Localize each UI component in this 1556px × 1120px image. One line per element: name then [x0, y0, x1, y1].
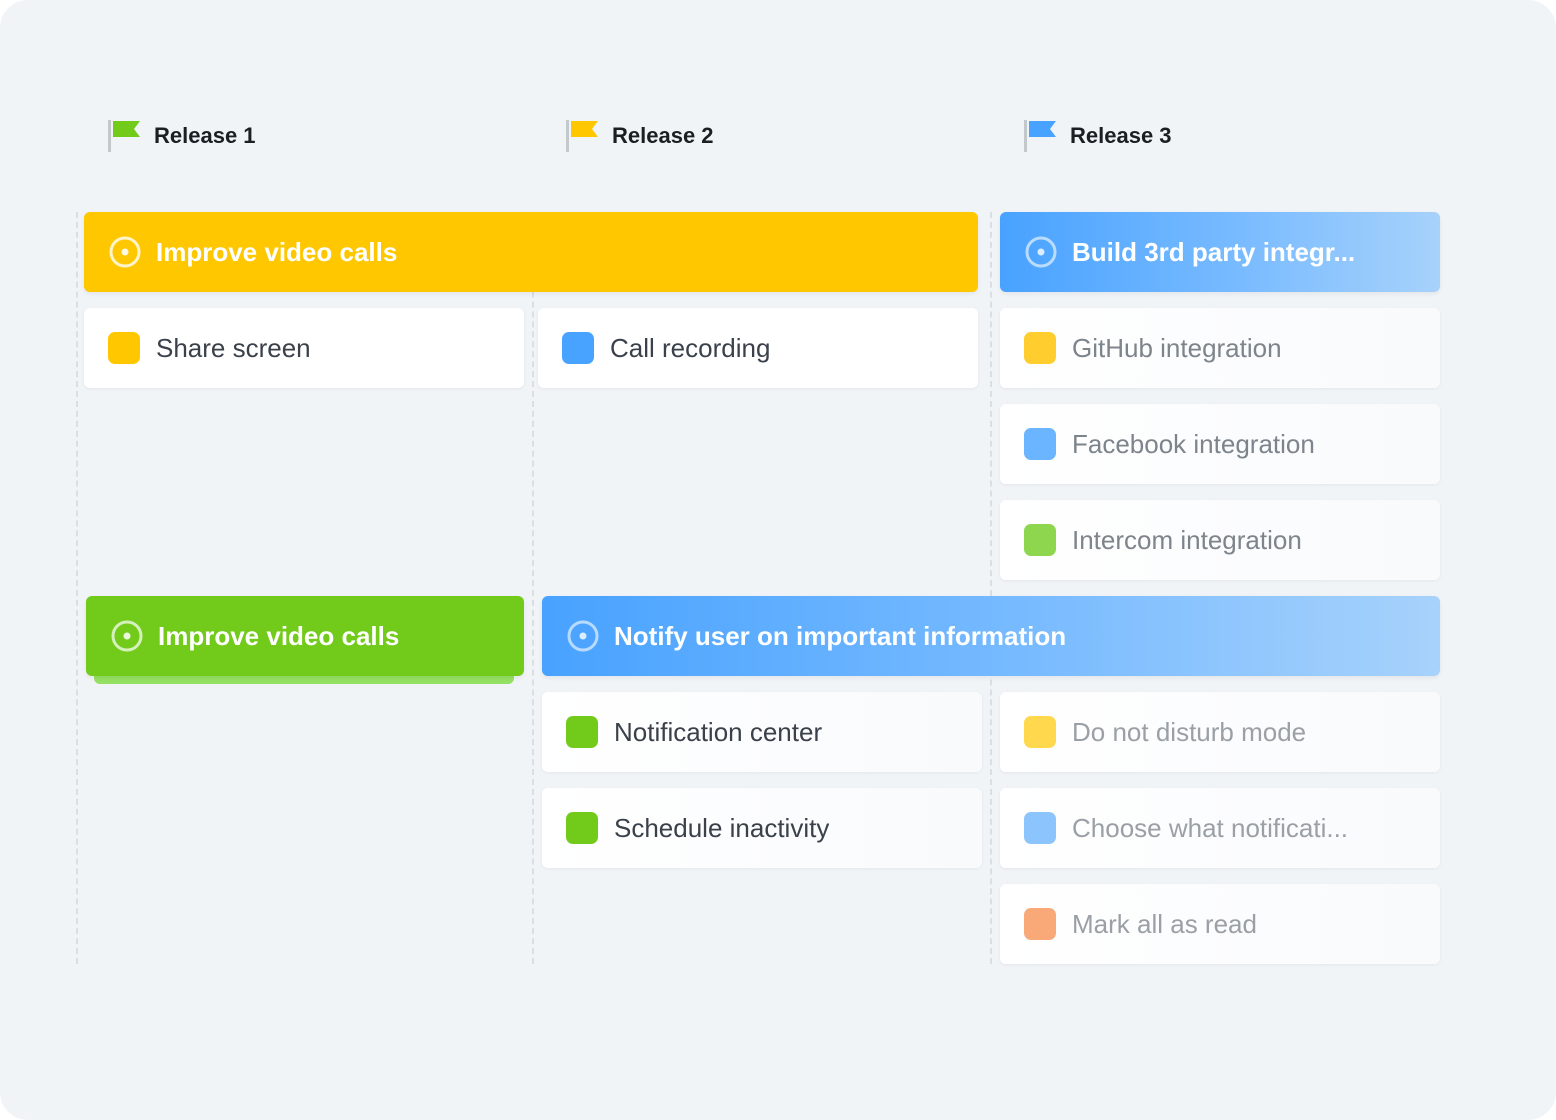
color-marker	[1024, 428, 1056, 460]
flag-icon	[108, 120, 140, 152]
epic-title: Notify user on important information	[614, 620, 1067, 651]
color-marker	[562, 332, 594, 364]
epic-card[interactable]: Improve video calls	[86, 596, 524, 676]
story-card[interactable]: Do not disturb mode	[1000, 692, 1440, 772]
color-marker	[566, 716, 598, 748]
story-title: Choose what notificati...	[1072, 812, 1349, 843]
color-marker	[108, 332, 140, 364]
epic-card[interactable]: Improve video calls	[84, 212, 978, 292]
target-icon	[1025, 236, 1057, 268]
story-card[interactable]: Call recording	[538, 308, 978, 388]
story-card[interactable]: Choose what notificati...	[1000, 788, 1440, 868]
story-card[interactable]: Share screen	[84, 308, 524, 388]
color-marker	[1024, 812, 1056, 844]
epic-card[interactable]: Build 3rd party integr...	[1000, 212, 1440, 292]
story-card[interactable]: Intercom integration	[1000, 500, 1440, 580]
flag-icon	[1024, 120, 1056, 152]
release-header-3[interactable]: Release 3	[1022, 118, 1172, 154]
story-card[interactable]: GitHub integration	[1000, 308, 1440, 388]
story-card[interactable]: Facebook integration	[1000, 404, 1440, 484]
column-divider	[990, 212, 992, 964]
story-title: Share screen	[156, 332, 311, 363]
story-card[interactable]: Notification center	[542, 692, 982, 772]
epic-title: Build 3rd party integr...	[1072, 236, 1356, 267]
color-marker	[1024, 332, 1056, 364]
story-card[interactable]: Schedule inactivity	[542, 788, 982, 868]
color-marker	[1024, 524, 1056, 556]
epic-title: Improve video calls	[156, 236, 398, 267]
story-card[interactable]: Mark all as read	[1000, 884, 1440, 964]
release-label: Release 2	[612, 123, 714, 148]
release-header-1[interactable]: Release 1	[106, 118, 256, 154]
release-header-2[interactable]: Release 2	[564, 118, 714, 154]
release-label: Release 1	[154, 123, 256, 148]
story-title: Notification center	[614, 716, 823, 747]
story-title: Mark all as read	[1072, 908, 1257, 939]
color-marker	[1024, 716, 1056, 748]
target-icon	[109, 236, 141, 268]
target-icon	[111, 620, 143, 652]
epic-card[interactable]: Notify user on important information	[542, 596, 1440, 676]
release-label: Release 3	[1070, 123, 1172, 148]
column-divider	[76, 212, 78, 964]
story-title: Intercom integration	[1072, 524, 1302, 555]
story-title: Call recording	[610, 332, 771, 363]
color-marker	[1024, 908, 1056, 940]
story-title: Schedule inactivity	[614, 812, 830, 843]
flag-icon	[566, 120, 598, 152]
story-title: Do not disturb mode	[1072, 716, 1307, 747]
color-marker	[566, 812, 598, 844]
story-title: GitHub integration	[1072, 332, 1282, 363]
column-divider	[532, 212, 534, 964]
epic-title: Improve video calls	[158, 620, 400, 651]
story-title: Facebook integration	[1072, 428, 1315, 459]
target-icon	[567, 620, 599, 652]
